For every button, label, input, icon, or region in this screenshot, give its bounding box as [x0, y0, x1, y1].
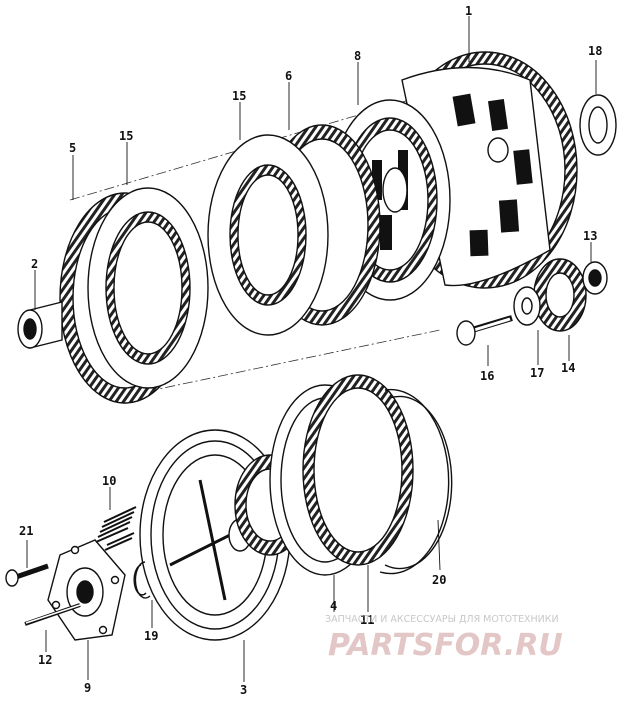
- watermark-tagline: ЗАПЧАСТИ И АКСЕССУАРЫ ДЛЯ МОТОТЕХНИКИ: [325, 614, 559, 625]
- callout-6: 6: [285, 69, 292, 83]
- callout-11: 11: [360, 613, 374, 627]
- primary-drive-gear-14: [533, 258, 587, 332]
- wire-ring-20: [379, 388, 453, 575]
- watermark-brand: PARTSFOR.RU: [328, 628, 563, 663]
- callout-8: 8: [354, 49, 361, 63]
- callout-15-left: 15: [119, 129, 133, 143]
- callout-19: 19: [144, 629, 158, 643]
- friction-disc-11: [302, 374, 414, 566]
- thrust-washer-18: [579, 94, 617, 156]
- callout-9: 9: [84, 681, 91, 695]
- callout-14: 14: [561, 361, 575, 375]
- callout-5: 5: [69, 141, 76, 155]
- bolt-21: [5, 563, 49, 587]
- callout-4: 4: [330, 599, 337, 613]
- leader-lines: [26, 16, 597, 682]
- callout-10: 10: [102, 474, 116, 488]
- callout-16: 16: [480, 369, 494, 383]
- clutch-springs-10: [95, 506, 137, 551]
- callout-21: 21: [19, 524, 33, 538]
- watermark: ЗАПЧАСТИ И АКСЕССУАРЫ ДЛЯ МОТОТЕХНИКИ PA…: [325, 614, 563, 663]
- callout-15-right: 15: [232, 89, 246, 103]
- circlip-19: [133, 561, 151, 599]
- callout-1: 1: [465, 4, 472, 18]
- callout-13: 13: [583, 229, 597, 243]
- flange-bolt-16: [456, 315, 513, 346]
- callout-3: 3: [240, 683, 247, 697]
- callout-labels: 1 8 6 15 15 5 2 18 13 14 17 16 10 21 12 …: [19, 4, 602, 697]
- callout-20: 20: [432, 573, 446, 587]
- callout-12: 12: [38, 653, 52, 667]
- lifter-collar-2: [17, 301, 63, 349]
- clutch-plate-15-left: [87, 187, 209, 389]
- callout-18: 18: [588, 44, 602, 58]
- collar-13: [582, 261, 608, 295]
- lifter-rod-12: [24, 603, 81, 626]
- callout-2: 2: [31, 257, 38, 271]
- lifter-plate-9: [47, 539, 126, 641]
- clutch-plate-15-right: [207, 134, 329, 336]
- callout-17: 17: [530, 366, 544, 380]
- washer-17: [513, 286, 541, 326]
